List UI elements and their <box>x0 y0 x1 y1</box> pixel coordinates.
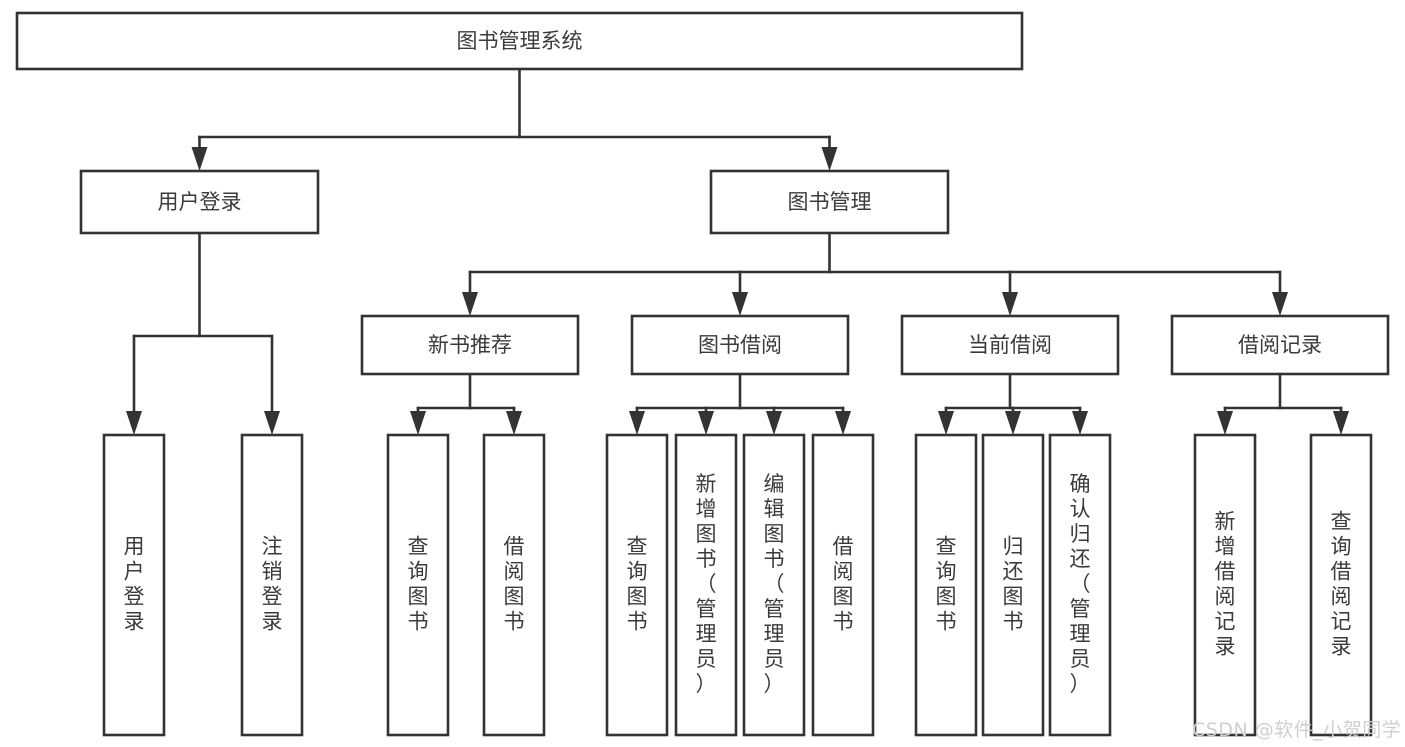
node-label: 图书管理系统 <box>457 29 583 53</box>
node-box[interactable] <box>1309 433 1373 737</box>
node-label: 查询借阅记录 <box>1331 510 1352 659</box>
node-box[interactable] <box>674 433 738 737</box>
node-label: 新书推荐 <box>428 333 512 357</box>
node-leaf-borrow-book-2[interactable]: 借阅图书 <box>811 433 875 737</box>
node-box[interactable] <box>240 433 304 737</box>
node-user-login[interactable]: 用户登录 <box>79 169 320 235</box>
node-box[interactable] <box>811 433 875 737</box>
node-label: 当前借阅 <box>968 333 1052 357</box>
node-box[interactable] <box>742 433 806 737</box>
node-box[interactable] <box>709 169 950 235</box>
node-box[interactable] <box>605 433 669 737</box>
arrow-head-icon <box>766 411 782 435</box>
node-label: 新增图书（管理员） <box>696 472 717 696</box>
node-label: 查询图书 <box>936 535 957 634</box>
node-box[interactable] <box>79 169 320 235</box>
arrow-head-icon <box>1002 292 1018 316</box>
node-label: 借阅记录 <box>1238 333 1322 357</box>
node-box[interactable] <box>900 314 1120 376</box>
arrow-head-icon <box>264 411 280 435</box>
arrow-head-icon <box>821 147 838 171</box>
node-box[interactable] <box>981 433 1045 737</box>
node-box[interactable] <box>1170 314 1390 376</box>
node-label: 图书管理 <box>788 190 872 214</box>
node-book-manage[interactable]: 图书管理 <box>709 169 950 235</box>
arrow-head-icon <box>938 411 954 435</box>
arrow-head-icon <box>629 411 645 435</box>
node-label: 归还图书 <box>1003 535 1024 634</box>
node-leaf-query-record[interactable]: 查询借阅记录 <box>1309 433 1373 737</box>
node-leaf-query-book-1[interactable]: 查询图书 <box>386 433 450 737</box>
node-leaf-logout[interactable]: 注销登录 <box>240 433 304 737</box>
node-new-book-recommend[interactable]: 新书推荐 <box>360 314 580 376</box>
node-leaf-add-book[interactable]: 新增图书（管理员） <box>674 433 738 737</box>
node-box[interactable] <box>482 433 546 737</box>
node-leaf-confirm-return[interactable]: 确认归还（管理员） <box>1048 433 1112 737</box>
node-box[interactable] <box>102 433 166 737</box>
node-leaf-borrow-book-1[interactable]: 借阅图书 <box>482 433 546 737</box>
arrow-head-icon <box>191 147 208 171</box>
node-book-borrow[interactable]: 图书借阅 <box>630 314 850 376</box>
node-borrow-record[interactable]: 借阅记录 <box>1170 314 1390 376</box>
node-label: 新增借阅记录 <box>1215 510 1236 659</box>
node-box[interactable] <box>630 314 850 376</box>
arrow-head-icon <box>1333 411 1349 435</box>
node-leaf-user-login[interactable]: 用户登录 <box>102 433 166 737</box>
node-box[interactable] <box>386 433 450 737</box>
node-label: 确认归还（管理员） <box>1070 472 1091 696</box>
arrow-head-icon <box>732 292 748 316</box>
arrow-head-icon <box>462 292 478 316</box>
node-label: 用户登录 <box>124 535 145 634</box>
arrow-head-icon <box>506 411 522 435</box>
csdn-watermark: CSDN @软件_小贺同学 <box>1192 719 1402 741</box>
arrow-head-icon <box>126 411 142 435</box>
node-label: 用户登录 <box>158 190 242 214</box>
node-leaf-edit-book[interactable]: 编辑图书（管理员） <box>742 433 806 737</box>
node-box[interactable] <box>360 314 580 376</box>
node-leaf-query-book-3[interactable]: 查询图书 <box>914 433 978 737</box>
node-label: 编辑图书（管理员） <box>764 472 785 696</box>
node-box[interactable] <box>914 433 978 737</box>
node-layer: 图书管理系统用户登录图书管理新书推荐图书借阅当前借阅借阅记录用户登录注销登录查询… <box>15 11 1390 737</box>
node-box[interactable] <box>1048 433 1112 737</box>
arrow-head-icon <box>1217 411 1233 435</box>
arrow-head-icon <box>835 411 851 435</box>
connector-layer <box>126 67 1349 435</box>
node-label: 借阅图书 <box>504 535 525 634</box>
node-label: 图书借阅 <box>698 333 782 357</box>
node-current-borrow[interactable]: 当前借阅 <box>900 314 1120 376</box>
arrow-head-icon <box>698 411 714 435</box>
node-label: 查询图书 <box>627 535 648 634</box>
node-label: 注销登录 <box>262 535 283 634</box>
arrow-head-icon <box>410 411 426 435</box>
node-leaf-add-record[interactable]: 新增借阅记录 <box>1193 433 1257 737</box>
arrow-head-icon <box>1072 411 1088 435</box>
node-box[interactable] <box>15 11 1024 71</box>
node-leaf-query-book-2[interactable]: 查询图书 <box>605 433 669 737</box>
node-box[interactable] <box>1193 433 1257 737</box>
node-leaf-return-book[interactable]: 归还图书 <box>981 433 1045 737</box>
arrow-head-icon <box>1272 292 1288 316</box>
node-label: 查询图书 <box>408 535 429 634</box>
arrow-head-icon <box>1005 411 1021 435</box>
node-root[interactable]: 图书管理系统 <box>15 11 1024 71</box>
node-label: 借阅图书 <box>833 535 854 634</box>
